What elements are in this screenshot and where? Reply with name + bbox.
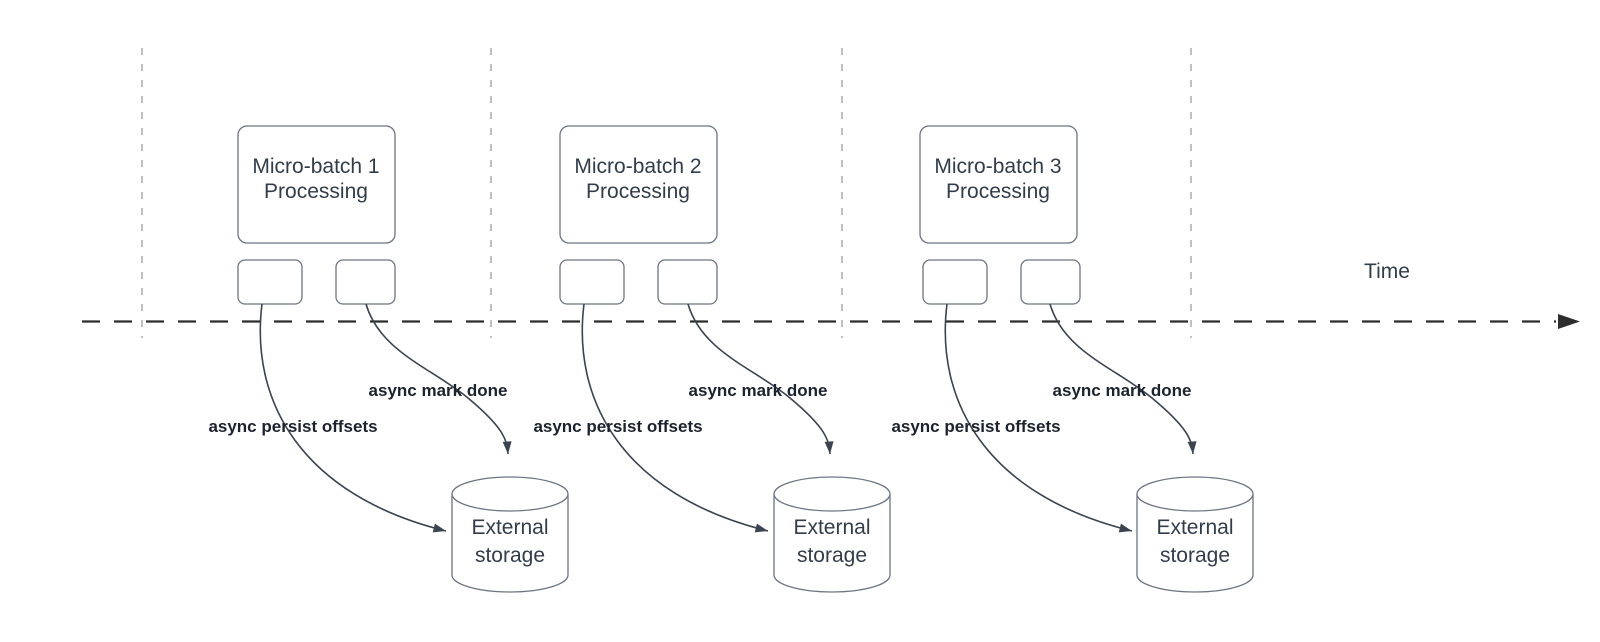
micro-batch-1-persist-offsets-arrow [259,303,447,533]
micro-batch-2-storage-cylinder-body [773,494,891,593]
micro-batch-1-storage-cylinder-body [451,494,569,593]
micro-batch-1-mark-done-arrow [365,303,512,455]
micro-batch-3-title-line1: Micro-batch 3 [934,155,1061,178]
micro-batch-3-storage-line1: External [1156,516,1233,539]
micro-batch-3-storage-cylinder-top [1136,476,1254,512]
micro-batch-3-processing-box [919,125,1078,244]
micro-batch-1-title-line1: Micro-batch 1 [252,155,379,178]
micro-batch-3-mark-done-arrow [1049,303,1197,455]
micro-batch-2-storage-line1: External [793,516,870,539]
micro-batch-3-title-line2: Processing [946,180,1050,203]
micro-batch-1-done-box [335,259,396,305]
time-axis-label: Time [1364,260,1410,283]
micro-batch-1-title-line2: Processing [264,180,368,203]
micro-batch-3-done-box [1020,259,1081,305]
micro-batch-1-storage-cylinder-top [451,476,569,512]
micro-batch-1-offset-box [237,259,303,305]
micro-batch-3-offset-box [922,259,988,305]
time-axis-arrowhead-icon [1558,314,1580,329]
micro-batch-2-persist-offsets-arrow [581,303,769,533]
micro-batch-1-group: Micro-batch 1 Processing async persist o… [208,125,569,593]
micro-batch-2-mark-done-arrow [687,303,834,455]
micro-batch-2-group: Micro-batch 2 Processing async persist o… [533,125,891,593]
micro-batch-2-storage-line2: storage [797,544,867,567]
micro-batch-1-processing-box [237,125,396,244]
micro-batch-3-storage-line2: storage [1160,544,1230,567]
micro-batch-3-persist-offsets-label: async persist offsets [891,417,1060,436]
micro-batch-2-storage-cylinder-top [773,476,891,512]
batch-interval-gridlines [141,48,1192,338]
micro-batch-2-offset-box [559,259,625,305]
micro-batch-2-mark-done-label: async mark done [689,381,828,400]
micro-batch-1-persist-offsets-label: async persist offsets [208,417,377,436]
micro-batch-2-persist-offsets-label: async persist offsets [533,417,702,436]
micro-batch-3-mark-done-label: async mark done [1053,381,1192,400]
micro-batch-2-title-line1: Micro-batch 2 [574,155,701,178]
micro-batch-3-persist-offsets-arrow [944,303,1133,533]
micro-batch-1-mark-done-label: async mark done [369,381,508,400]
micro-batch-3-storage-cylinder-body [1136,494,1254,593]
micro-batch-2-processing-box [559,125,718,244]
micro-batch-1-storage-line2: storage [475,544,545,567]
micro-batch-2-done-box [657,259,718,305]
micro-batch-3-group: Micro-batch 3 Processing async persist o… [891,125,1254,593]
micro-batch-2-title-line2: Processing [586,180,690,203]
micro-batch-1-storage-line1: External [471,516,548,539]
time-axis: Time [82,260,1580,329]
